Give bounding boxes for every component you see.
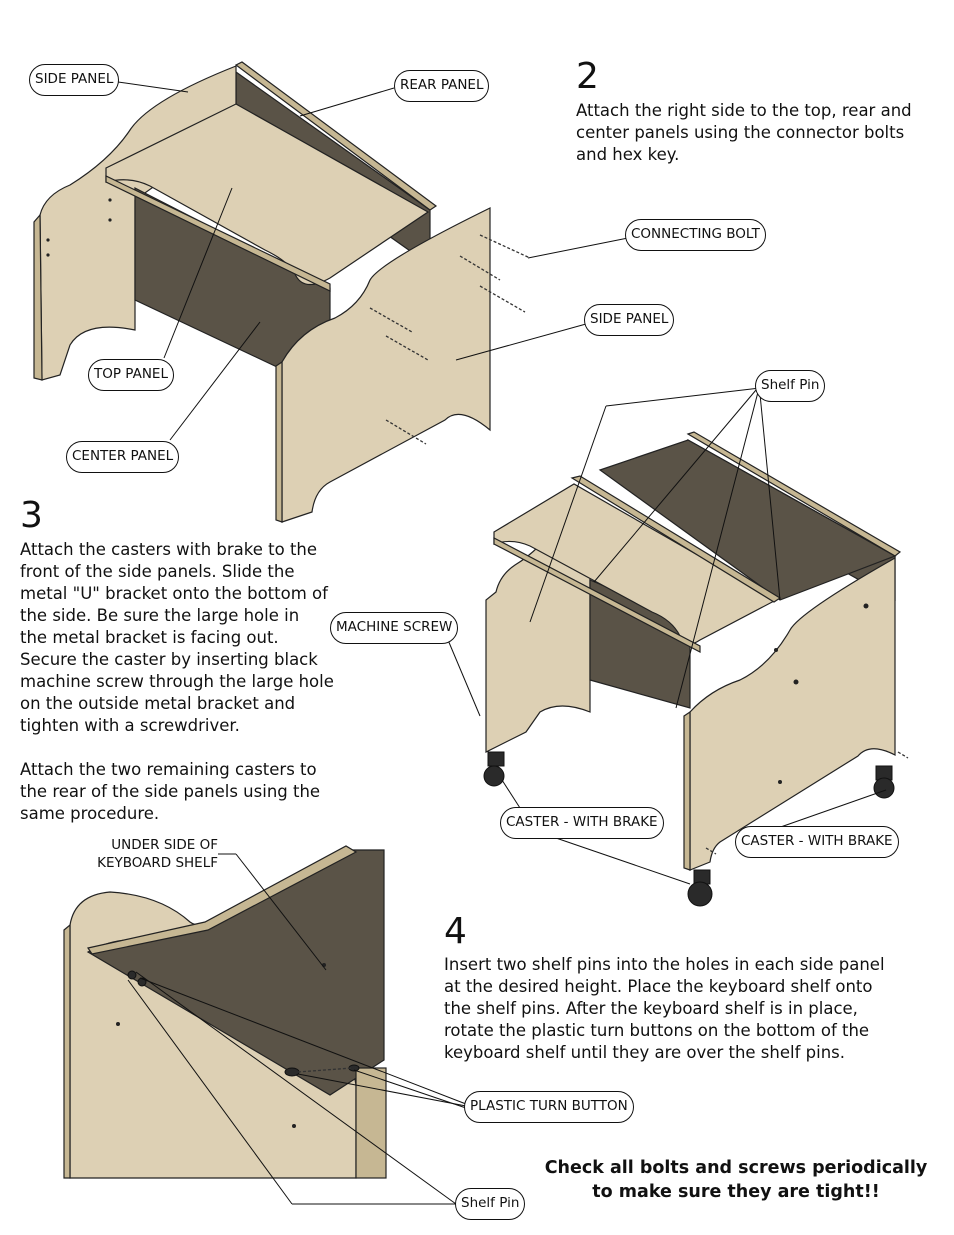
maintenance-warning: Check all bolts and screws periodically …: [544, 1158, 928, 1202]
caster-rear-right: [873, 765, 895, 799]
step3-drawing: [447, 387, 909, 907]
label-shelf-pin-top: Shelf Pin: [755, 370, 826, 402]
step2-drawing: [33, 61, 629, 523]
label-machine-screw: MACHINE SCREW: [330, 612, 459, 644]
caster-front-center: [687, 869, 713, 907]
right-side-panel-shape: [281, 207, 491, 523]
label-caster-right: CASTER - WITH BRAKE: [735, 826, 899, 858]
caster-front-left: [483, 751, 505, 787]
label-rear-panel: REAR PANEL: [394, 70, 490, 102]
step-4-number: 4: [444, 911, 467, 952]
label-shelf-pin-bottom: Shelf Pin: [455, 1188, 526, 1220]
label-caster-left: CASTER - WITH BRAKE: [500, 807, 664, 839]
step-2-text: Attach the right side to the top, rear a…: [576, 101, 912, 164]
step-3-text: Attach the casters with brake to the fro…: [20, 540, 334, 823]
step-2-number: 2: [576, 56, 599, 97]
step4-detail-drawing: [63, 845, 467, 1205]
label-plastic-turn-button: PLASTIC TURN BUTTON: [464, 1091, 634, 1123]
label-side-panel-left: SIDE PANEL: [29, 64, 120, 96]
label-under-side-keyboard-shelf: UNDER SIDE OF KEYBOARD SHELF: [97, 837, 218, 871]
step-4-text: Insert two shelf pins into the holes in …: [444, 955, 885, 1062]
step-3-number: 3: [20, 495, 43, 536]
label-connecting-bolt: CONNECTING BOLT: [625, 219, 766, 251]
label-center-panel: CENTER PANEL: [66, 441, 180, 473]
label-top-panel: TOP PANEL: [88, 359, 174, 391]
label-side-panel-right: SIDE PANEL: [584, 304, 675, 336]
